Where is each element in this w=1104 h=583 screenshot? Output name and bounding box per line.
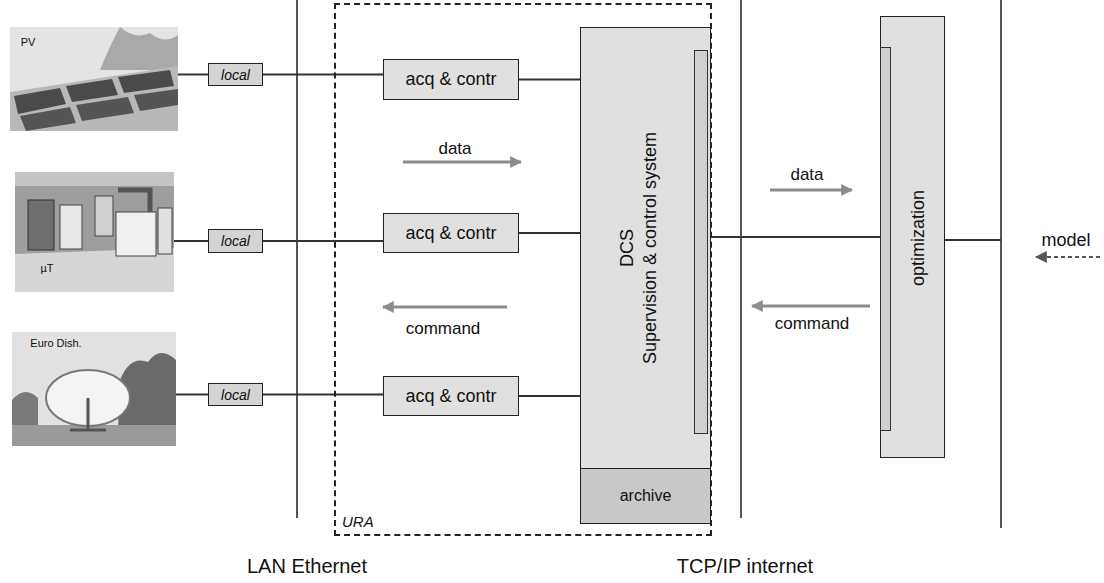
link-line	[263, 74, 383, 76]
label-holder: data	[438, 139, 471, 159]
archive-box: archive	[580, 468, 711, 524]
corner-text-holder: URA	[342, 513, 374, 530]
acquisition-box: acq & contr	[383, 376, 519, 416]
inner-bar	[880, 47, 891, 431]
local-box: local	[208, 63, 263, 86]
local-box: local	[208, 383, 263, 406]
model-label: model	[1041, 230, 1090, 251]
link-line	[519, 232, 580, 234]
node-text: acq & contr	[405, 223, 496, 244]
acquisition-box: acq & contr	[383, 59, 519, 100]
label-holder: command	[406, 319, 481, 339]
microturbine-photo	[15, 172, 174, 292]
flow-label: command	[775, 314, 850, 334]
node-text: Supervision & control system	[638, 132, 661, 364]
label-holder: Euro Dish.	[30, 337, 81, 349]
wire	[174, 240, 208, 242]
node-text: local	[221, 233, 250, 249]
node-text: acq & contr	[405, 69, 496, 90]
network-label: TCP/IP internet	[677, 555, 813, 578]
rotated-text-holder: DCSSupervision & control system	[616, 132, 661, 364]
pv-photo	[10, 27, 178, 131]
link-line	[263, 240, 383, 242]
link-line	[711, 236, 880, 238]
flow-label: command	[406, 319, 481, 339]
dcs-box: DCSSupervision & control system archive	[580, 27, 711, 524]
node-text: DCS	[616, 132, 639, 364]
label-holder: data	[790, 165, 823, 185]
node-text: local	[221, 387, 250, 403]
photo-caption: Euro Dish.	[30, 337, 81, 349]
node-text: optimization	[907, 190, 930, 286]
local-box: local	[208, 229, 263, 253]
dish-photo	[12, 332, 176, 446]
flow-label: data	[790, 165, 823, 185]
label-holder: TCP/IP internet	[677, 555, 813, 578]
data-arrow	[770, 189, 852, 192]
wire	[176, 394, 208, 396]
inner-bar	[694, 50, 708, 434]
link-line	[263, 394, 383, 396]
rotated-text-holder: optimization	[907, 190, 930, 286]
internet-bus-line	[740, 0, 742, 518]
command-arrow	[383, 306, 507, 309]
label-holder: µT	[40, 262, 53, 274]
label-holder: command	[775, 314, 850, 334]
link-line	[519, 395, 580, 397]
optimization-box: optimization	[880, 16, 945, 458]
model-arrow	[1036, 256, 1100, 258]
flow-label: data	[438, 139, 471, 159]
photo-caption: µT	[40, 262, 53, 274]
label-holder: LAN Ethernet	[247, 555, 367, 578]
ura-group: URAacq & contracq & contracq & contrDCSS…	[334, 3, 712, 536]
lan-bus-line	[296, 0, 298, 518]
label-holder: PV	[21, 36, 36, 48]
photo-caption: PV	[21, 36, 36, 48]
node-text: URA	[342, 513, 374, 530]
wire	[178, 74, 208, 76]
node-text: acq & contr	[405, 386, 496, 407]
acquisition-box: acq & contr	[383, 213, 519, 253]
boundary-line	[1000, 0, 1002, 528]
data-arrow	[403, 161, 521, 164]
network-label: LAN Ethernet	[247, 555, 367, 578]
label-holder: model	[1041, 230, 1090, 251]
link-line	[519, 79, 580, 81]
node-text: local	[221, 67, 250, 83]
wire	[945, 239, 1001, 241]
node-text: archive	[620, 487, 672, 505]
command-arrow	[752, 305, 870, 308]
